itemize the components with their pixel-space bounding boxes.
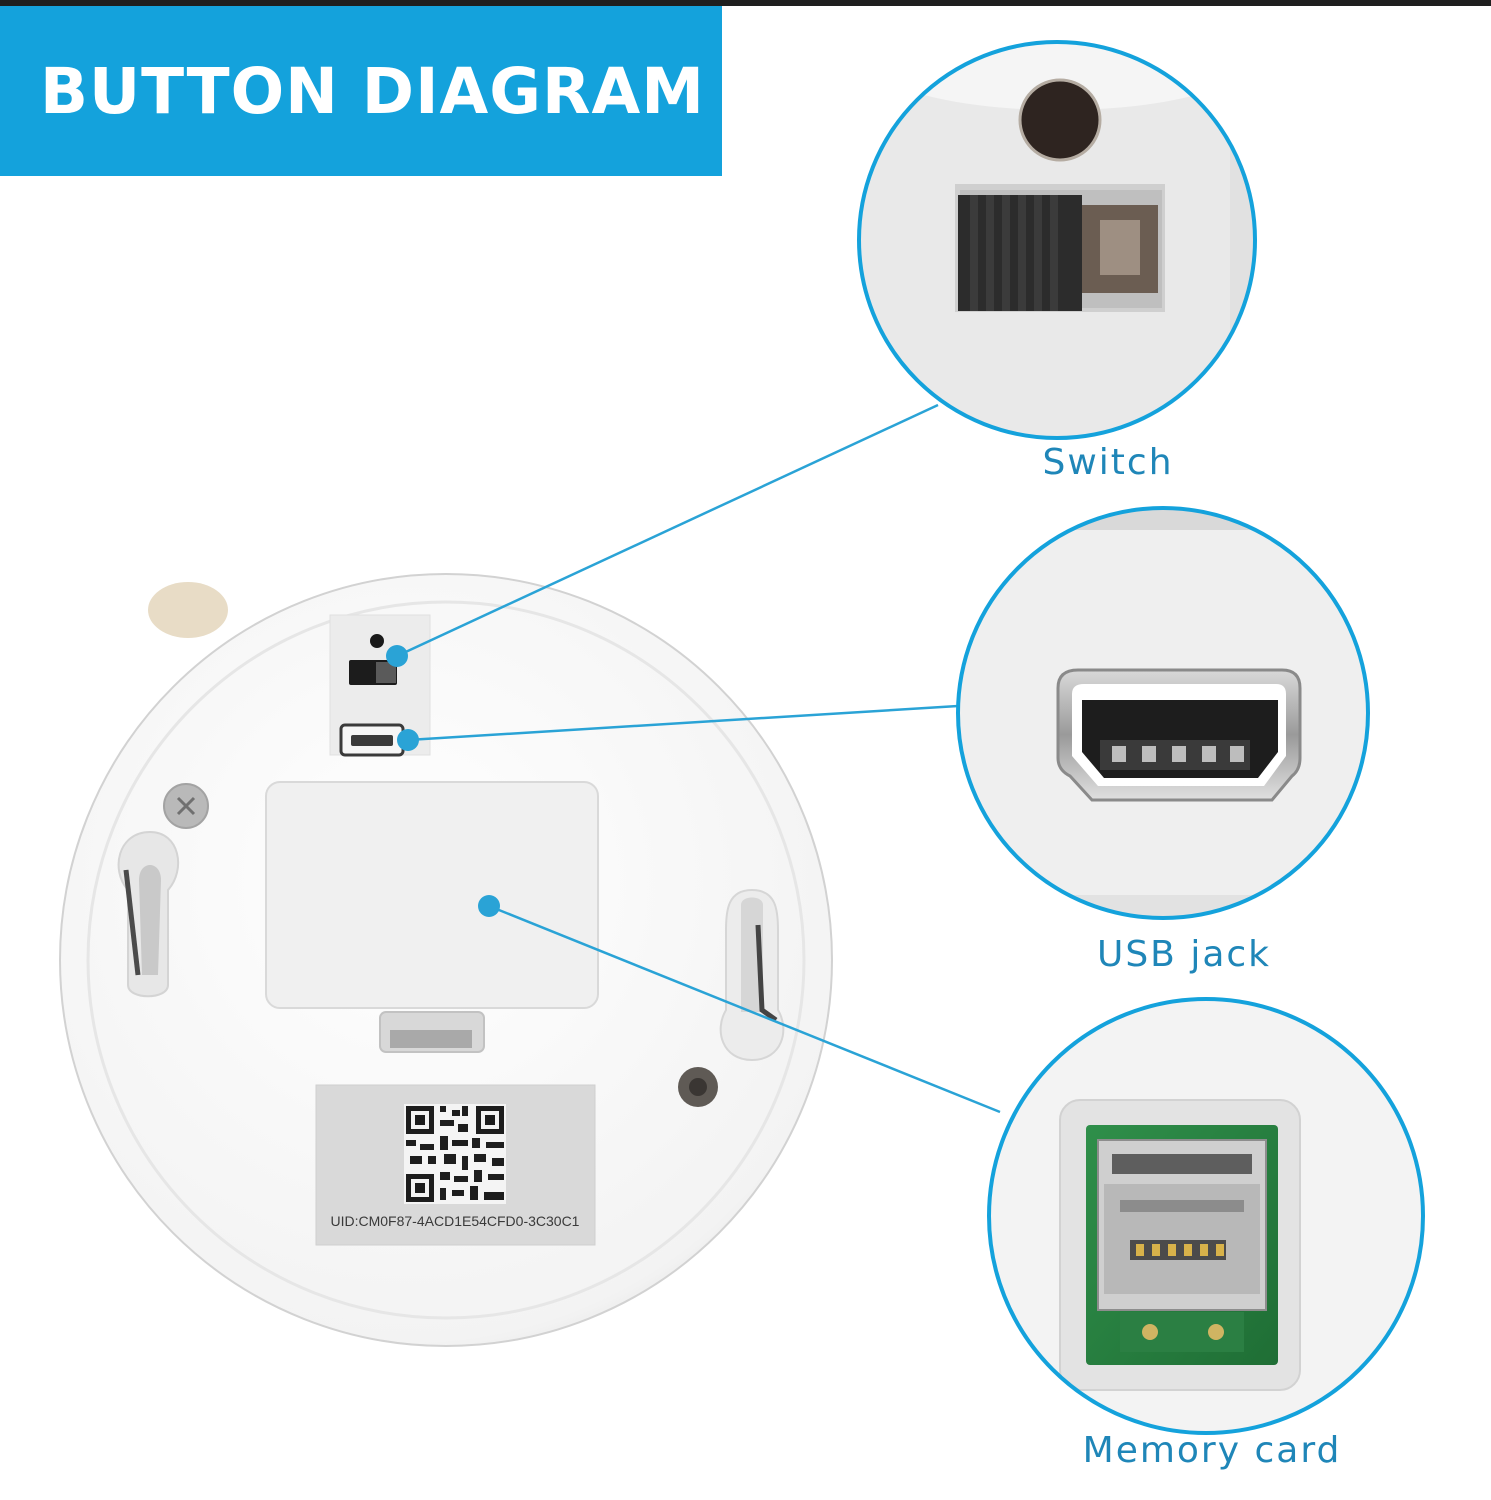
- uid-text: UID:CM0F87-4ACD1E54CFD0-3C30C1: [331, 1213, 580, 1229]
- leader-line-memory: [488, 904, 1001, 1114]
- toggle-switch-icon: [955, 184, 1165, 312]
- label-switch: Switch: [1042, 442, 1174, 483]
- sd-card-slot-icon: [1086, 1125, 1278, 1365]
- leader-line-usb: [407, 704, 959, 742]
- zoom-circle-switch: [857, 40, 1257, 440]
- usb-port-icon: [1056, 668, 1302, 802]
- screw-right: [678, 1067, 718, 1107]
- keyhole-right: [719, 888, 785, 1062]
- zoom-circle-memory: [987, 997, 1425, 1435]
- port-recess: [329, 614, 431, 757]
- marker-dot-memory: [478, 895, 500, 917]
- leader-line-switch: [396, 403, 939, 658]
- marker-dot-usb: [397, 729, 419, 751]
- header-banner: BUTTON DIAGRAM: [0, 6, 722, 176]
- marker-dot-switch: [386, 645, 408, 667]
- screw-left: [163, 783, 209, 829]
- qr-code-icon: [404, 1104, 506, 1204]
- uid-label: UID:CM0F87-4ACD1E54CFD0-3C30C1: [315, 1084, 596, 1246]
- label-memory-card: Memory card: [1082, 1430, 1342, 1471]
- indicator-hole-icon: [1020, 80, 1100, 160]
- zoom-circle-usb: [956, 506, 1370, 920]
- label-usb-jack: USB jack: [1096, 934, 1272, 975]
- memory-card-cover: [265, 781, 599, 1053]
- top-rule: [0, 0, 1491, 6]
- leader-lines: [386, 403, 1001, 1114]
- page-title: BUTTON DIAGRAM: [40, 54, 705, 128]
- keyhole-left: [117, 830, 180, 998]
